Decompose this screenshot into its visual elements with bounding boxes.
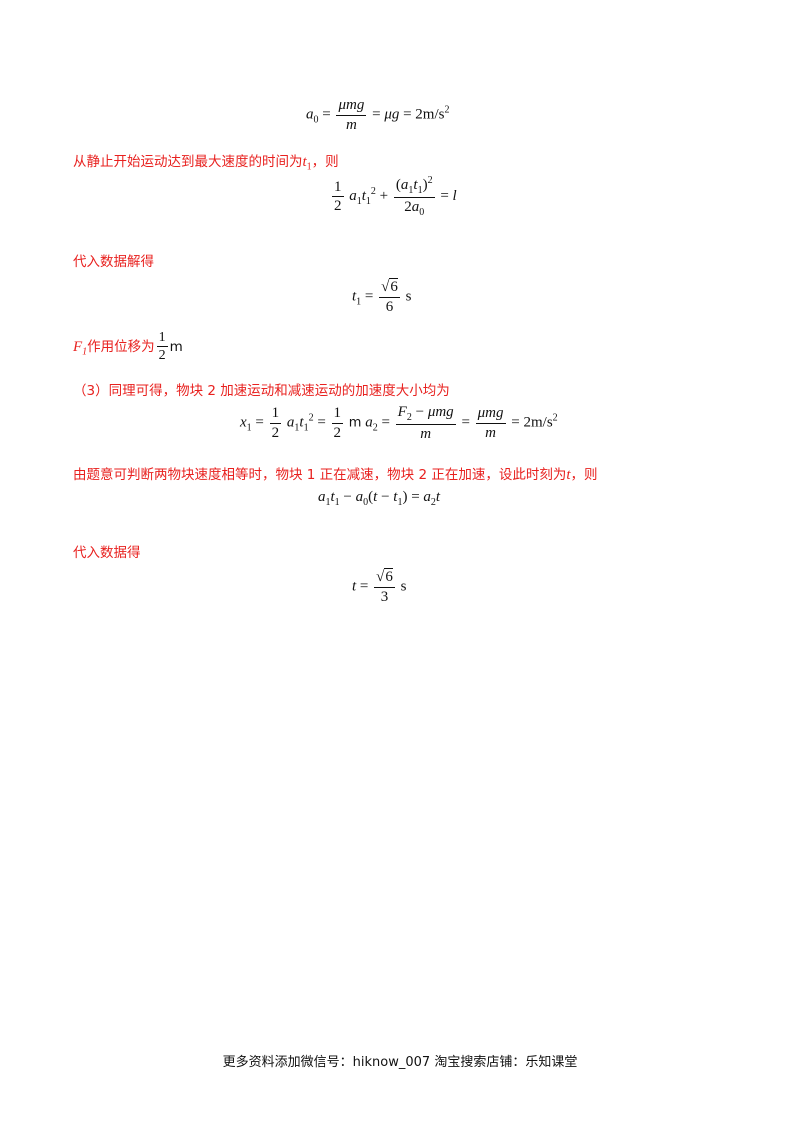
text-time-to-max-speed: 从静止开始运动达到最大速度的时间为t1，则 xyxy=(73,154,339,173)
text-substitute-solve: 代入数据解得 xyxy=(73,254,154,270)
text-part-3: （3）同理可得，物块 2 加速运动和减速运动的加速度大小均为 xyxy=(73,383,450,399)
text-substitute: 代入数据得 xyxy=(73,545,141,561)
equation-velocity-equal: a1t1 − a0(t − t1) = a2t xyxy=(318,489,441,508)
page-footer: 更多资料添加微信号：hiknow_007 淘宝搜索店铺：乐知课堂 xyxy=(222,1055,578,1070)
text-equal-velocity: 由题意可判断两物块速度相等时，物块 1 正在减速，物块 2 正在加速，设此时刻为… xyxy=(73,467,598,483)
